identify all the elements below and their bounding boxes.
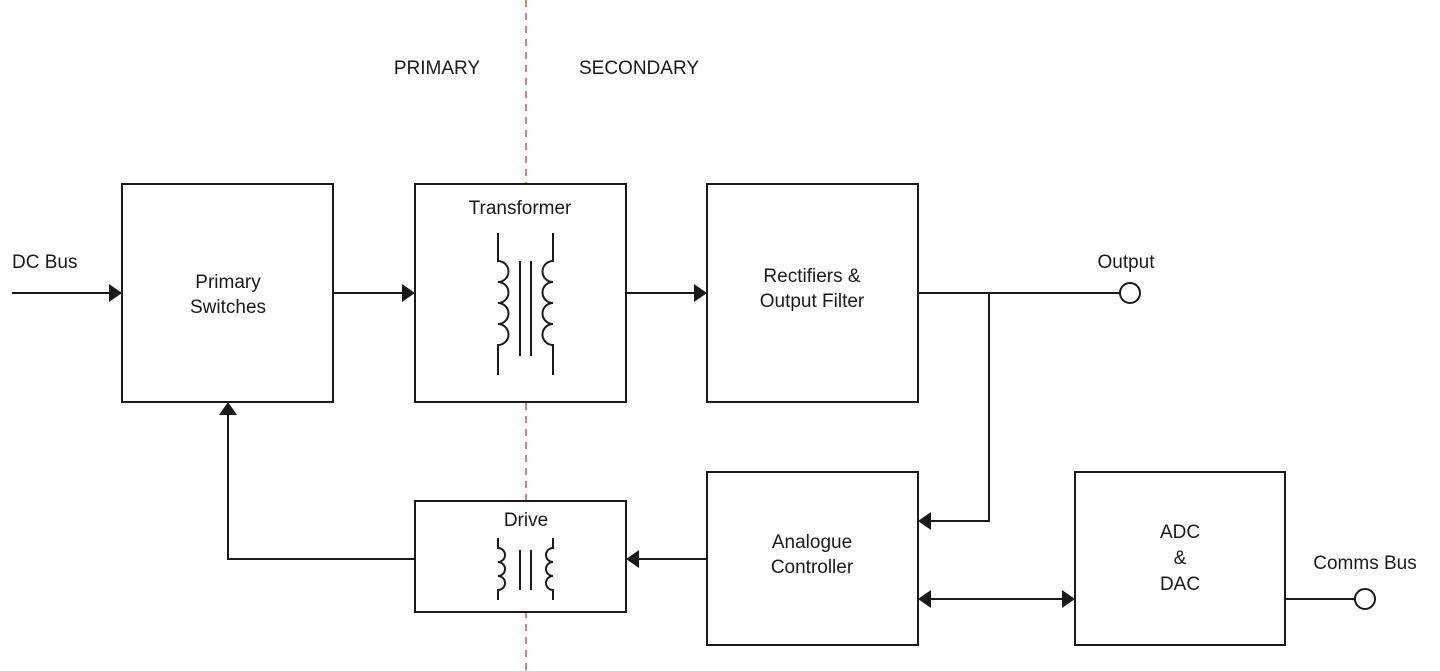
arrow-icon bbox=[219, 402, 237, 415]
transformer-icon bbox=[497, 233, 554, 375]
wires bbox=[12, 292, 1355, 600]
arrow-icon bbox=[694, 284, 707, 302]
arrow-icon bbox=[402, 284, 415, 302]
comms-bus-label: Comms Bus bbox=[1313, 553, 1416, 574]
svg-text:Output Filter: Output Filter bbox=[760, 291, 865, 312]
dc-bus-label: DC Bus bbox=[12, 252, 77, 273]
transformer-block: Transformer bbox=[414, 183, 627, 403]
analogue-controller-block: Analogue Controller bbox=[706, 471, 919, 646]
primary-label: PRIMARY bbox=[394, 58, 481, 79]
adc-dac-block: ADC & DAC bbox=[1074, 471, 1286, 646]
svg-text:Transformer: Transformer bbox=[469, 198, 572, 219]
drive-transformer-icon bbox=[497, 538, 554, 600]
arrow-icon bbox=[109, 284, 122, 302]
output-terminal bbox=[1119, 282, 1141, 304]
svg-text:DAC: DAC bbox=[1160, 574, 1200, 595]
arrow-icon bbox=[918, 512, 931, 530]
arrow-icon bbox=[918, 590, 931, 608]
primary-switches-block: Primary Switches bbox=[121, 183, 334, 403]
svg-text:Drive: Drive bbox=[504, 510, 548, 531]
svg-text:ADC: ADC bbox=[1160, 522, 1200, 543]
svg-text:Primary: Primary bbox=[195, 272, 261, 293]
arrow-icon bbox=[626, 550, 639, 568]
arrow-icon bbox=[1062, 590, 1075, 608]
svg-text:Switches: Switches bbox=[190, 297, 266, 318]
drive-block: Drive bbox=[414, 500, 627, 613]
svg-text:Controller: Controller bbox=[771, 557, 854, 578]
arrowheads bbox=[109, 284, 1075, 608]
comms-bus-terminal bbox=[1354, 588, 1376, 610]
svg-text:&: & bbox=[1174, 548, 1187, 569]
output-label: Output bbox=[1097, 252, 1155, 273]
svg-text:Analogue: Analogue bbox=[772, 532, 852, 553]
rectifiers-output-filter-block: Rectifiers & Output Filter bbox=[706, 183, 919, 403]
secondary-label: SECONDARY bbox=[579, 58, 699, 79]
svg-text:Rectifiers &: Rectifiers & bbox=[763, 266, 860, 287]
